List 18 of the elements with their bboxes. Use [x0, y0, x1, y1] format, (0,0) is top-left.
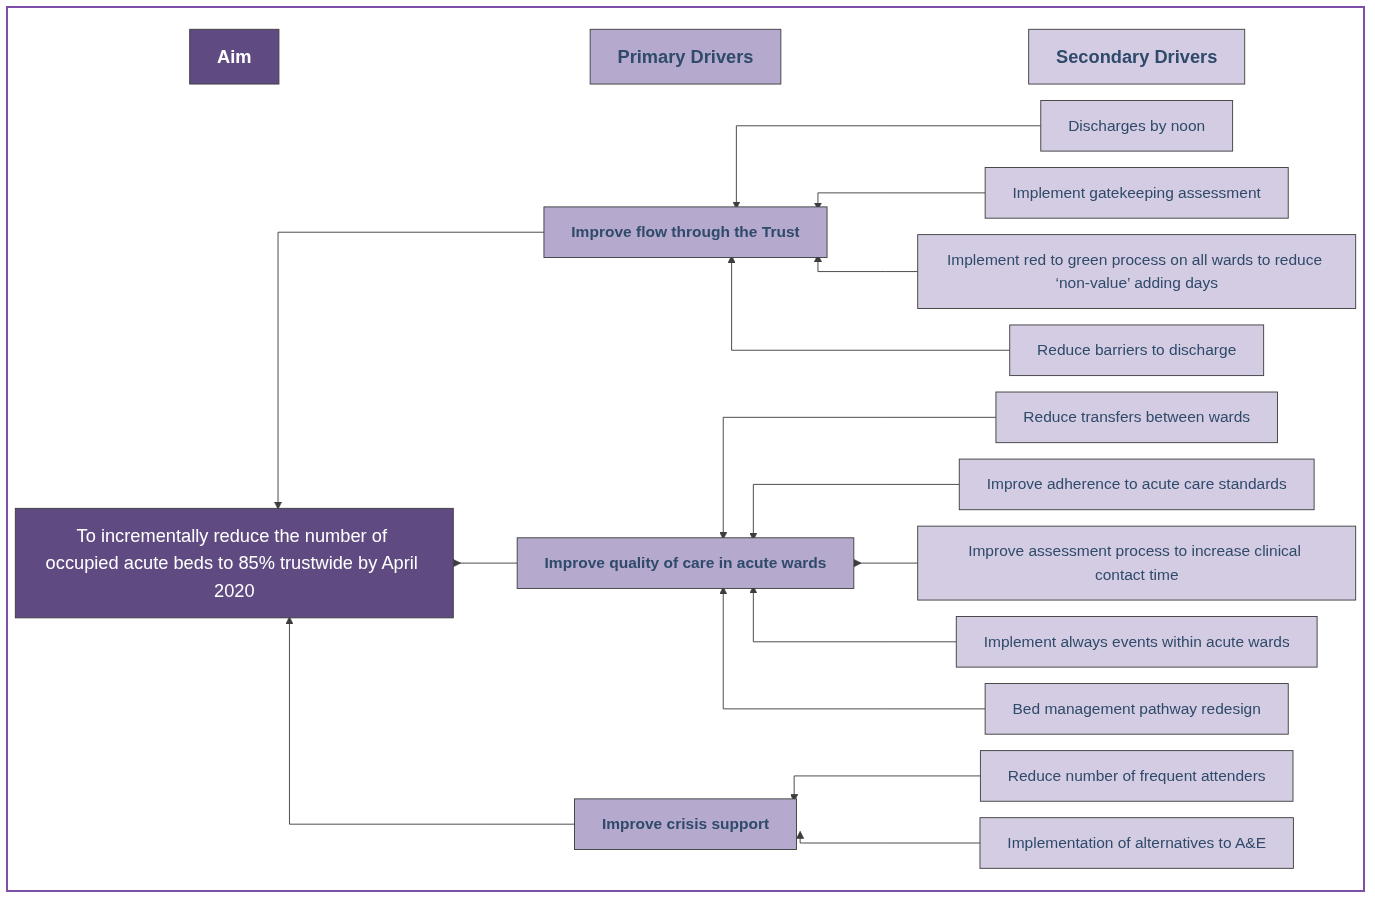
node-box: Secondary Drivers: [1028, 29, 1246, 85]
node-box: Improve assessment process to increase clinical contact time: [917, 525, 1357, 601]
node-box: Bed management pathway redesign: [984, 683, 1289, 735]
node-box: Implement gatekeeping assessment: [984, 167, 1289, 219]
node-box: Reduce number of frequent attenders: [979, 750, 1294, 802]
node-box: Implement always events within acute wards: [955, 616, 1318, 668]
node-box: Improve crisis support: [574, 798, 797, 851]
node-box: Improve quality of care in acute wards: [516, 537, 855, 590]
node-box: Aim: [189, 29, 280, 85]
node-box: Reduce transfers between wards: [995, 391, 1278, 444]
node-box: Reduce barriers to discharge: [1009, 324, 1265, 377]
node-box: Discharges by noon: [1040, 100, 1234, 152]
node-box: Primary Drivers: [589, 29, 782, 85]
node-box: To incrementally reduce the number of occupied acute beds to 85% trustwide by April 2020: [14, 508, 454, 619]
node-box: Improve adherence to acute care standards: [958, 458, 1315, 511]
node-box: Implement red to green process on all wards to reduce ‘non-value’ adding days: [917, 234, 1357, 310]
node-box: Implementation of alternatives to A&E: [979, 817, 1294, 869]
node-box: Improve flow through the Trust: [543, 206, 828, 259]
